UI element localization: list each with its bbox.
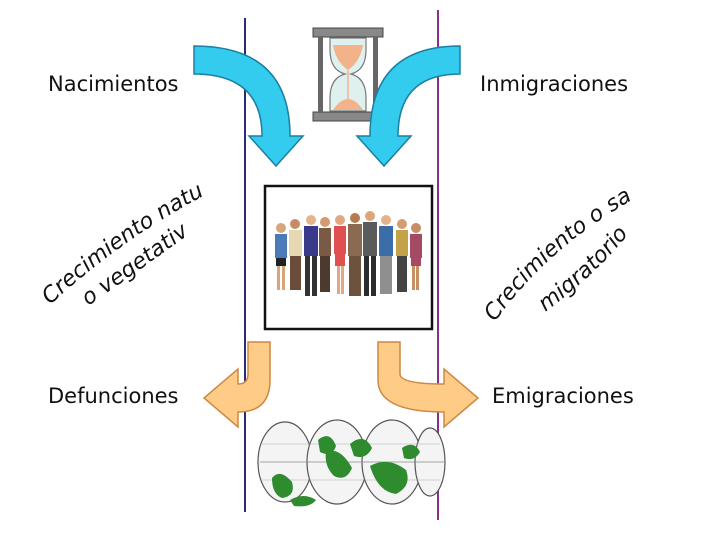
births-label: Nacimientos — [48, 72, 179, 96]
globe-land — [272, 436, 420, 507]
deaths-label: Defunciones — [48, 384, 179, 408]
natural-growth-line1: Crecimiento natural — [0, 0, 208, 309]
migratory-growth-line1: Crecimiento o saldo — [0, 0, 636, 325]
emigration-label: Emigraciones — [492, 384, 634, 408]
deaths-arrow-icon — [202, 341, 271, 429]
people-figures — [275, 211, 422, 296]
immigration-label: Inmigraciones — [480, 72, 629, 96]
emigration-arrow-icon — [377, 341, 480, 429]
births-arrow-icon — [193, 45, 305, 168]
immigration-arrow-icon — [355, 45, 461, 168]
